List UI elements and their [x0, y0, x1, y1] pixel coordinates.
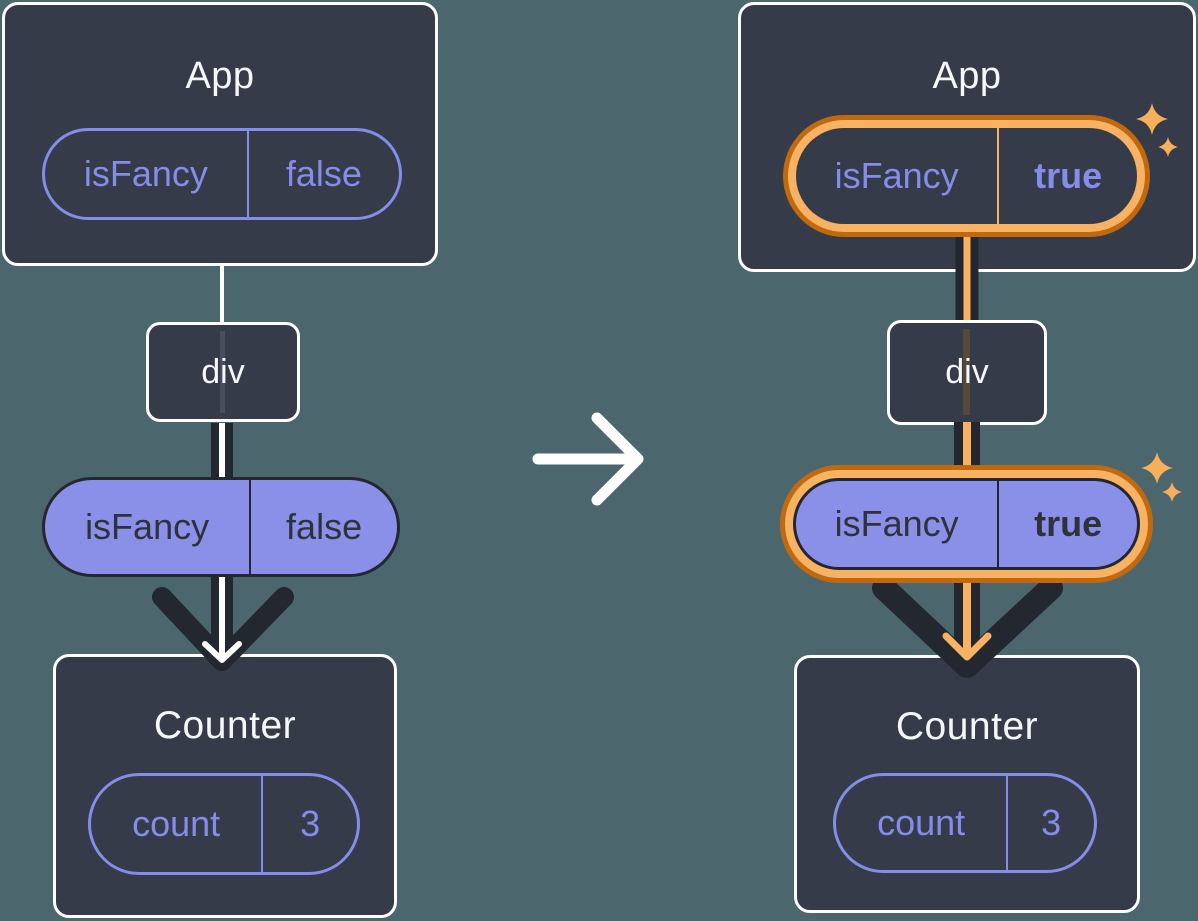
state-value: true: [1034, 155, 1103, 196]
highlight-ring: isFancy true: [785, 470, 1148, 578]
state-name: isFancy: [45, 131, 249, 217]
sparkles-icon-bottom: [1141, 452, 1182, 502]
sparkle-star: [1141, 452, 1173, 484]
state-pill-count-before: count 3: [88, 773, 360, 875]
state-name: isFancy: [796, 128, 1000, 224]
component-title: Counter: [895, 705, 1039, 748]
passed-prop-pill-after-highlight: isFancy true: [780, 465, 1153, 583]
passed-prop-pill-after: isFancy true: [793, 478, 1140, 570]
prop-value: false: [286, 506, 363, 547]
state-pill-isfancy-after: isFancy true: [796, 128, 1137, 224]
prop-name: isFancy: [45, 480, 252, 574]
edge-ghost-line: [220, 331, 225, 413]
component-title: App: [932, 55, 1002, 97]
state-pill-count-after: count 3: [833, 773, 1097, 873]
prop-value: true: [1034, 503, 1103, 544]
state-pill-isfancy-after-highlight: isFancy true: [783, 115, 1150, 237]
component-title: Counter: [153, 704, 297, 747]
div-label: div: [945, 353, 989, 391]
passed-prop-pill-before: isFancy false: [42, 477, 400, 577]
edge-ghost-line: [963, 329, 970, 415]
prop-name: isFancy: [796, 481, 1000, 567]
state-name: count: [836, 776, 1009, 870]
state-value: false: [285, 153, 362, 194]
highlight-ring: isFancy true: [788, 120, 1145, 232]
state-value: 3: [300, 803, 321, 844]
div-node-before: div: [146, 322, 300, 422]
div-node-after: div: [887, 320, 1047, 425]
state-name: count: [91, 776, 264, 872]
state-pill-isfancy-before: isFancy false: [42, 128, 402, 220]
arrow-right-icon: [532, 412, 644, 506]
div-label: div: [201, 352, 245, 391]
state-value: 3: [1041, 802, 1062, 843]
component-title: App: [185, 55, 255, 97]
sparkle-star: [1162, 482, 1182, 502]
